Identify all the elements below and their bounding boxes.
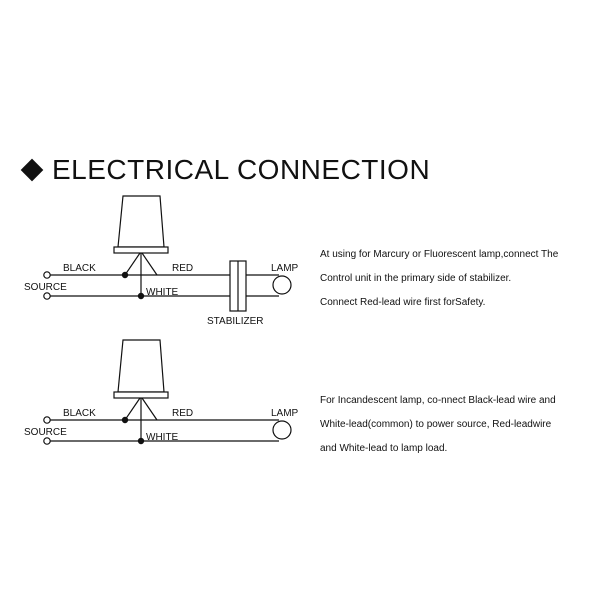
label-red: RED — [172, 408, 193, 419]
label-stabilizer: STABILIZER — [207, 316, 264, 327]
description-stabilizer: At using for Marcury or Fluorescent lamp… — [320, 243, 590, 315]
label-white: WHITE — [146, 432, 179, 443]
label-black: BLACK — [63, 263, 96, 274]
label-red: RED — [172, 263, 193, 274]
label-white: WHITE — [146, 287, 179, 298]
diagram-with-stabilizer — [43, 195, 292, 312]
lamp-icon — [272, 275, 292, 295]
black-lead-wire — [124, 397, 141, 421]
diagram-incandescent — [43, 339, 292, 445]
label-black: BLACK — [63, 408, 96, 419]
section-title-text: ELECTRICAL CONNECTION — [52, 154, 431, 185]
section-title: ELECTRICAL CONNECTION — [20, 150, 431, 190]
junction-dot-black — [121, 271, 129, 279]
red-lead-wire — [141, 252, 158, 276]
source-terminal-top — [43, 416, 51, 424]
label-source: SOURCE — [24, 427, 67, 438]
lamp-icon — [272, 420, 292, 440]
source-terminal-bottom — [43, 437, 51, 445]
description-line: For Incandescent lamp, co-nnect Black-le… — [320, 395, 556, 406]
junction-dot-white — [137, 292, 145, 300]
description-line: and White-lead to lamp load. — [320, 443, 448, 454]
label-lamp: LAMP — [271, 263, 299, 274]
description-line: Control unit in the primary side of stab… — [320, 273, 512, 284]
description-line: At using for Marcury or Fluorescent lamp… — [320, 249, 559, 260]
description-incandescent: For Incandescent lamp, co-nnect Black-le… — [320, 389, 590, 461]
description-line: White-lead(common) to power source, Red-… — [320, 419, 552, 430]
source-terminal-top — [43, 271, 51, 279]
source-terminal-bottom — [43, 292, 51, 300]
diagram-with-stabilizer-labels: BLACK RED SOURCE WHITE LAMP STABILIZER — [24, 263, 299, 327]
photocell-sensor-icon — [113, 339, 169, 399]
label-lamp: LAMP — [271, 408, 299, 419]
diagram-incandescent-labels: BLACK RED SOURCE WHITE LAMP — [24, 408, 299, 443]
label-source: SOURCE — [24, 282, 67, 293]
photocell-sensor-icon — [113, 195, 169, 254]
black-lead-wire — [124, 252, 141, 276]
junction-dot-black — [121, 416, 129, 424]
description-line: Connect Red-lead wire first forSafety. — [320, 297, 486, 308]
red-lead-wire — [141, 397, 158, 421]
junction-dot-white — [137, 437, 145, 445]
